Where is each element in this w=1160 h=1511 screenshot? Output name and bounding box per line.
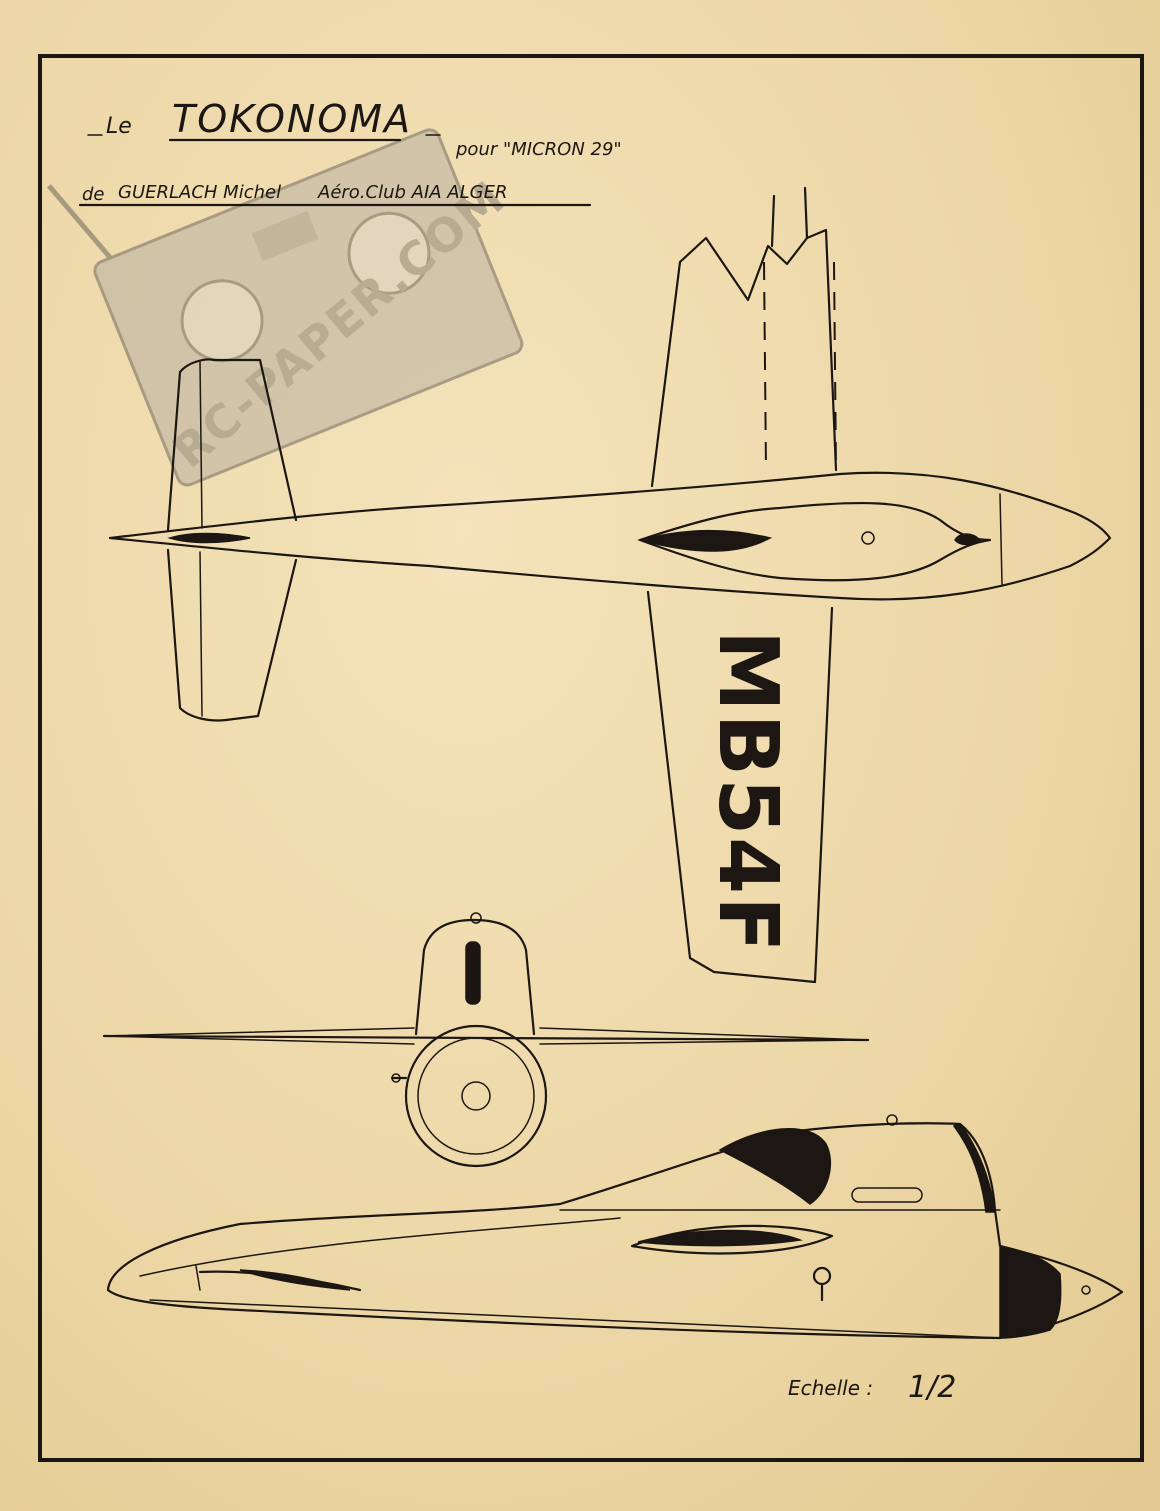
credit-author: GUERLACH Michel bbox=[118, 182, 281, 203]
title-subtitle: pour "MICRON 29" bbox=[455, 139, 622, 160]
side-view bbox=[106, 1114, 1124, 1340]
front-canopy bbox=[414, 918, 536, 1036]
top-fuselage bbox=[108, 471, 1112, 601]
top-wing-upper bbox=[650, 228, 838, 488]
title-name: TOKONOMA bbox=[172, 97, 412, 141]
registration-mark: MB54F bbox=[700, 630, 795, 954]
scale-label: Echelle : bbox=[788, 1376, 873, 1400]
title-article: Le bbox=[106, 114, 132, 139]
top-wing-lower bbox=[646, 590, 834, 984]
top-stab-upper bbox=[166, 358, 298, 532]
front-view bbox=[102, 912, 870, 1168]
side-fuselage bbox=[106, 1122, 1124, 1340]
credit-club: Aéro.Club AIA ALGER bbox=[317, 182, 507, 203]
border-frame bbox=[38, 54, 1144, 1462]
scale-value: 1/2 bbox=[908, 1370, 956, 1405]
top-stab-lower bbox=[166, 548, 298, 722]
credit-prefix: de bbox=[82, 184, 105, 205]
top-canopy bbox=[638, 501, 992, 582]
scale-block: Echelle : 1/2 bbox=[788, 1370, 956, 1405]
side-spinner bbox=[999, 1245, 1062, 1339]
front-cowl bbox=[404, 1024, 548, 1168]
top-view: MB54F bbox=[108, 186, 1112, 984]
title-block: Le TOKONOMA pour "MICRON 29" de GUERLACH… bbox=[78, 97, 622, 207]
